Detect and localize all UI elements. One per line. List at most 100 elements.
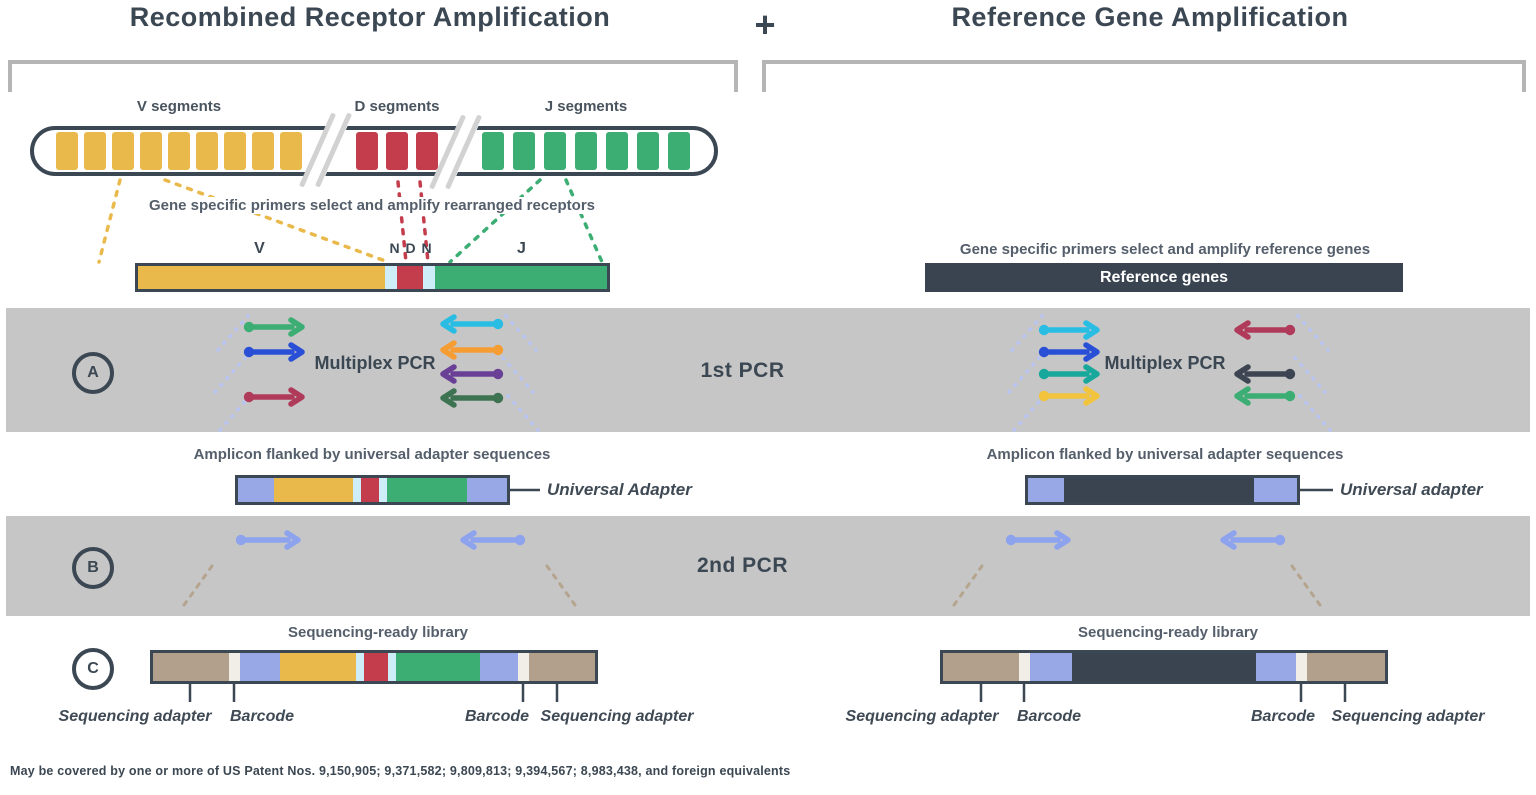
forward-primer-arrow bbox=[243, 387, 307, 412]
forward-primer-arrow bbox=[1038, 342, 1102, 367]
right-bracket bbox=[762, 60, 1526, 92]
sequencing-adapter-label: Sequencing adapter bbox=[540, 708, 694, 725]
chromosome-segment bbox=[482, 132, 504, 170]
barcode-segment bbox=[229, 653, 240, 681]
first-pcr-label: 1st PCR bbox=[700, 359, 785, 382]
recombined-v-label: V bbox=[254, 240, 266, 257]
n-region bbox=[385, 266, 397, 289]
reverse-primer-arrow bbox=[1232, 386, 1296, 411]
universal-adapter-segment bbox=[480, 653, 518, 681]
recombined-j-label: J bbox=[517, 240, 527, 257]
left-bracket bbox=[8, 60, 738, 92]
second-pcr-forward-arrow bbox=[1005, 530, 1073, 555]
reverse-primer-arrow bbox=[1232, 364, 1296, 389]
reverse-primer-arrow bbox=[438, 364, 504, 389]
universal-adapter-segment bbox=[467, 478, 507, 502]
chromosome-segment bbox=[224, 132, 246, 170]
step-b-band bbox=[6, 516, 1530, 616]
j-region bbox=[387, 478, 467, 502]
left-primer-caption: Gene specific primers select and amplify… bbox=[142, 196, 602, 214]
barcode-segment bbox=[518, 653, 529, 681]
n-region bbox=[423, 266, 435, 289]
right-sequencing-library-bar bbox=[940, 650, 1388, 684]
d-region bbox=[364, 653, 388, 681]
reverse-primer-arrow bbox=[1232, 320, 1296, 345]
reverse-primer-arrow bbox=[438, 340, 504, 365]
left-multiplex-pcr-label: Multiplex PCR bbox=[314, 352, 436, 373]
forward-primer-arrow bbox=[1038, 320, 1102, 345]
second-pcr-label: 2nd PCR bbox=[696, 554, 788, 577]
second-pcr-reverse-arrow bbox=[458, 530, 526, 555]
sequencing-adapter-segment bbox=[153, 653, 229, 681]
recombined-receptor-bar bbox=[135, 263, 610, 292]
forward-primer-arrow bbox=[243, 317, 307, 342]
chromosome-segment bbox=[513, 132, 535, 170]
left-panel-title: Recombined Receptor Amplification bbox=[129, 1, 611, 32]
recombined-ndn-label: N D N bbox=[389, 240, 433, 256]
v-region bbox=[138, 266, 385, 289]
d-region bbox=[361, 478, 379, 502]
chromosome-segment bbox=[416, 132, 438, 170]
right-universal-adapter-label: Universal adapter bbox=[1340, 480, 1483, 499]
chromosome-segment bbox=[84, 132, 106, 170]
j-region bbox=[435, 266, 607, 289]
left-primer-caption-row: Gene specific primers select and amplify… bbox=[60, 195, 684, 215]
reverse-primer-arrow bbox=[438, 388, 504, 413]
j-segment-blocks bbox=[482, 132, 690, 170]
v-region bbox=[274, 478, 353, 502]
barcode-label: Barcode bbox=[1250, 708, 1316, 725]
v-segments-label: V segments bbox=[136, 98, 222, 115]
n-region bbox=[353, 478, 361, 502]
right-primer-caption: Gene specific primers select and amplify… bbox=[953, 240, 1377, 258]
step-c-badge: C bbox=[72, 648, 114, 690]
left-library-title: Sequencing-ready library bbox=[160, 624, 596, 641]
chromosome-segment bbox=[606, 132, 628, 170]
j-segments-label: J segments bbox=[544, 98, 628, 115]
forward-primer-arrow bbox=[1038, 386, 1102, 411]
chromosome-segment bbox=[140, 132, 162, 170]
chromosome-segment bbox=[196, 132, 218, 170]
reference-genes-label: Reference genes bbox=[1099, 268, 1229, 286]
sequencing-adapter-segment bbox=[529, 653, 595, 681]
left-sequencing-library-bar bbox=[150, 650, 598, 684]
right-panel-title: Reference Gene Amplification bbox=[951, 1, 1349, 32]
reference-gene-segment bbox=[1072, 653, 1256, 681]
left-universal-adapter-label: Universal Adapter bbox=[547, 480, 692, 499]
sequencing-adapter-label: Sequencing adapter bbox=[58, 708, 212, 725]
right-library-title: Sequencing-ready library bbox=[950, 624, 1386, 641]
right-amplicon-caption: Amplicon flanked by universal adapter se… bbox=[980, 445, 1350, 463]
chromosome-segment bbox=[280, 132, 302, 170]
sequencing-adapter-label: Sequencing adapter bbox=[1331, 708, 1485, 725]
reference-gene-segment bbox=[1064, 478, 1254, 502]
left-amplicon-bar bbox=[235, 475, 510, 505]
chromosome-segment bbox=[637, 132, 659, 170]
n-region bbox=[356, 653, 364, 681]
universal-adapter-segment bbox=[1030, 653, 1072, 681]
chromosome-segment bbox=[386, 132, 408, 170]
chromosome-segment bbox=[56, 132, 78, 170]
sequencing-adapter-label: Sequencing adapter bbox=[845, 708, 999, 725]
forward-primer-arrow bbox=[243, 342, 307, 367]
barcode-label: Barcode bbox=[1016, 708, 1082, 725]
sequencing-adapter-segment bbox=[943, 653, 1019, 681]
n-region bbox=[388, 653, 396, 681]
plus-sign: + bbox=[754, 4, 776, 45]
right-multiplex-pcr-label: Multiplex PCR bbox=[1104, 352, 1226, 373]
reverse-primer-arrow bbox=[438, 314, 504, 339]
reference-genes-bar: Reference genes bbox=[925, 263, 1403, 292]
sequencing-adapter-segment bbox=[1307, 653, 1385, 681]
right-amplicon-caption-row: Amplicon flanked by universal adapter se… bbox=[860, 445, 1470, 463]
barcode-segment bbox=[1296, 653, 1307, 681]
barcode-segment bbox=[1019, 653, 1030, 681]
second-pcr-forward-arrow bbox=[235, 530, 303, 555]
v-segment-blocks bbox=[56, 132, 302, 170]
right-amplicon-bar bbox=[1025, 475, 1300, 505]
step-b-badge: B bbox=[72, 547, 114, 589]
patent-notice: May be covered by one or more of US Pate… bbox=[10, 764, 791, 778]
d-segment-blocks bbox=[356, 132, 438, 170]
v-region bbox=[280, 653, 356, 681]
right-primer-caption-row: Gene specific primers select and amplify… bbox=[860, 239, 1470, 259]
j-region bbox=[396, 653, 480, 681]
barcode-label: Barcode bbox=[464, 708, 530, 725]
